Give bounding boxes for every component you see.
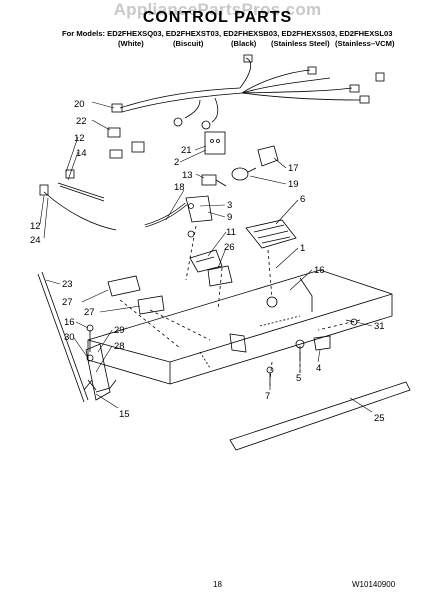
callout-16-right: 16 (314, 265, 325, 276)
wire-harness (107, 54, 385, 138)
leader-lines (119, 225, 361, 381)
color-stainless-steel: (Stainless Steel) (271, 39, 330, 48)
callout-20: 20 (74, 99, 85, 110)
callout-22: 22 (76, 116, 87, 127)
trim-strip (229, 381, 411, 451)
color-white: (White) (118, 39, 144, 48)
callout-7: 7 (265, 391, 270, 402)
callout-13: 13 (182, 170, 193, 181)
wire-tie-upper (57, 182, 105, 199)
callout-2: 2 (174, 157, 179, 168)
callout-24: 24 (30, 235, 41, 246)
control-housing (85, 269, 393, 401)
document-number: W10140900 (352, 580, 396, 589)
callout-4: 4 (316, 363, 321, 374)
callout-31: 31 (374, 321, 385, 332)
part-21 (204, 131, 226, 155)
watermark: AppliancePartsPros.com (113, 0, 322, 19)
part-4 (313, 335, 331, 351)
page-title: CONTROL PARTS (142, 9, 293, 26)
callout-11: 11 (226, 227, 236, 238)
callout-9: 9 (227, 212, 232, 223)
module-11 (189, 249, 223, 273)
control-bracket (185, 195, 213, 223)
callout-18: 18 (174, 182, 185, 193)
callout-5: 5 (296, 373, 301, 384)
callout-19: 19 (288, 179, 299, 190)
color-black: (Black) (231, 39, 257, 48)
callout-21: 21 (181, 145, 192, 156)
lamp-socket (257, 145, 279, 167)
callout-1: 1 (300, 243, 305, 254)
control-board (245, 219, 297, 249)
callout-23: 23 (62, 279, 73, 290)
models-line: For Models: ED2FHEXSQ03, ED2FHEXST03, ED… (62, 29, 393, 38)
callout-16-left: 16 (64, 317, 75, 328)
callout-15: 15 (119, 409, 130, 420)
bracket-27-upper (107, 275, 141, 297)
callout-26: 26 (224, 242, 235, 253)
callout-25: 25 (374, 413, 385, 424)
color-stainless-vcm: (Stainless–VCM) (335, 39, 395, 48)
wire-tie-lower (43, 191, 117, 231)
color-biscuit: (Biscuit) (173, 39, 204, 48)
callout-28: 28 (114, 341, 125, 352)
callout-29: 29 (114, 325, 125, 336)
callout-27-lower: 27 (84, 307, 95, 318)
callout-30: 30 (64, 332, 75, 343)
callout-12-bottom: 12 (30, 221, 41, 232)
rod-23 (37, 273, 85, 403)
light-bulb (231, 167, 249, 181)
callout-6: 6 (300, 194, 305, 205)
page-number: 18 (213, 580, 222, 589)
callout-3: 3 (227, 200, 232, 211)
callout-27-upper: 27 (62, 297, 73, 308)
callout-12-top: 12 (74, 133, 85, 144)
callout-14: 14 (76, 148, 87, 159)
callout-17: 17 (288, 163, 299, 174)
